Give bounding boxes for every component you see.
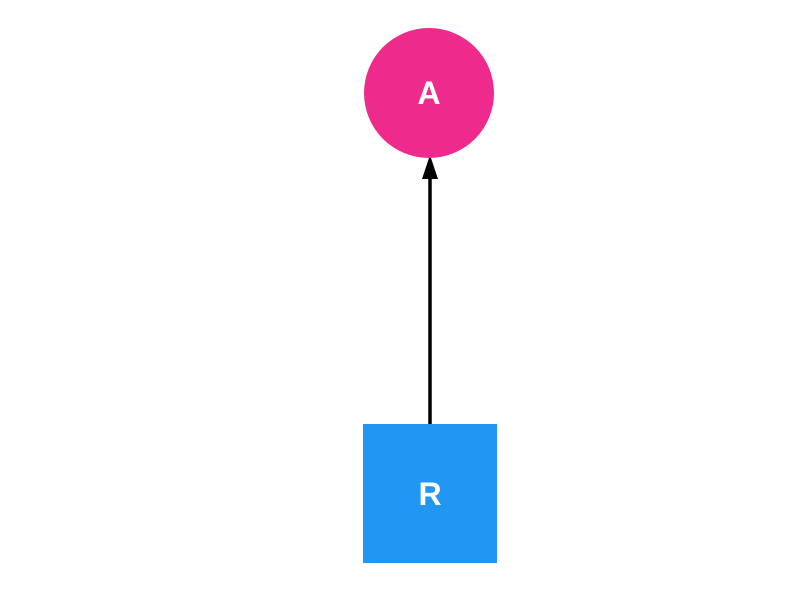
node-r: R: [363, 424, 497, 563]
node-r-label: R: [418, 475, 442, 512]
node-a-label: A: [417, 75, 441, 111]
arrowhead-icon: [422, 155, 438, 179]
node-a: A: [364, 28, 494, 158]
